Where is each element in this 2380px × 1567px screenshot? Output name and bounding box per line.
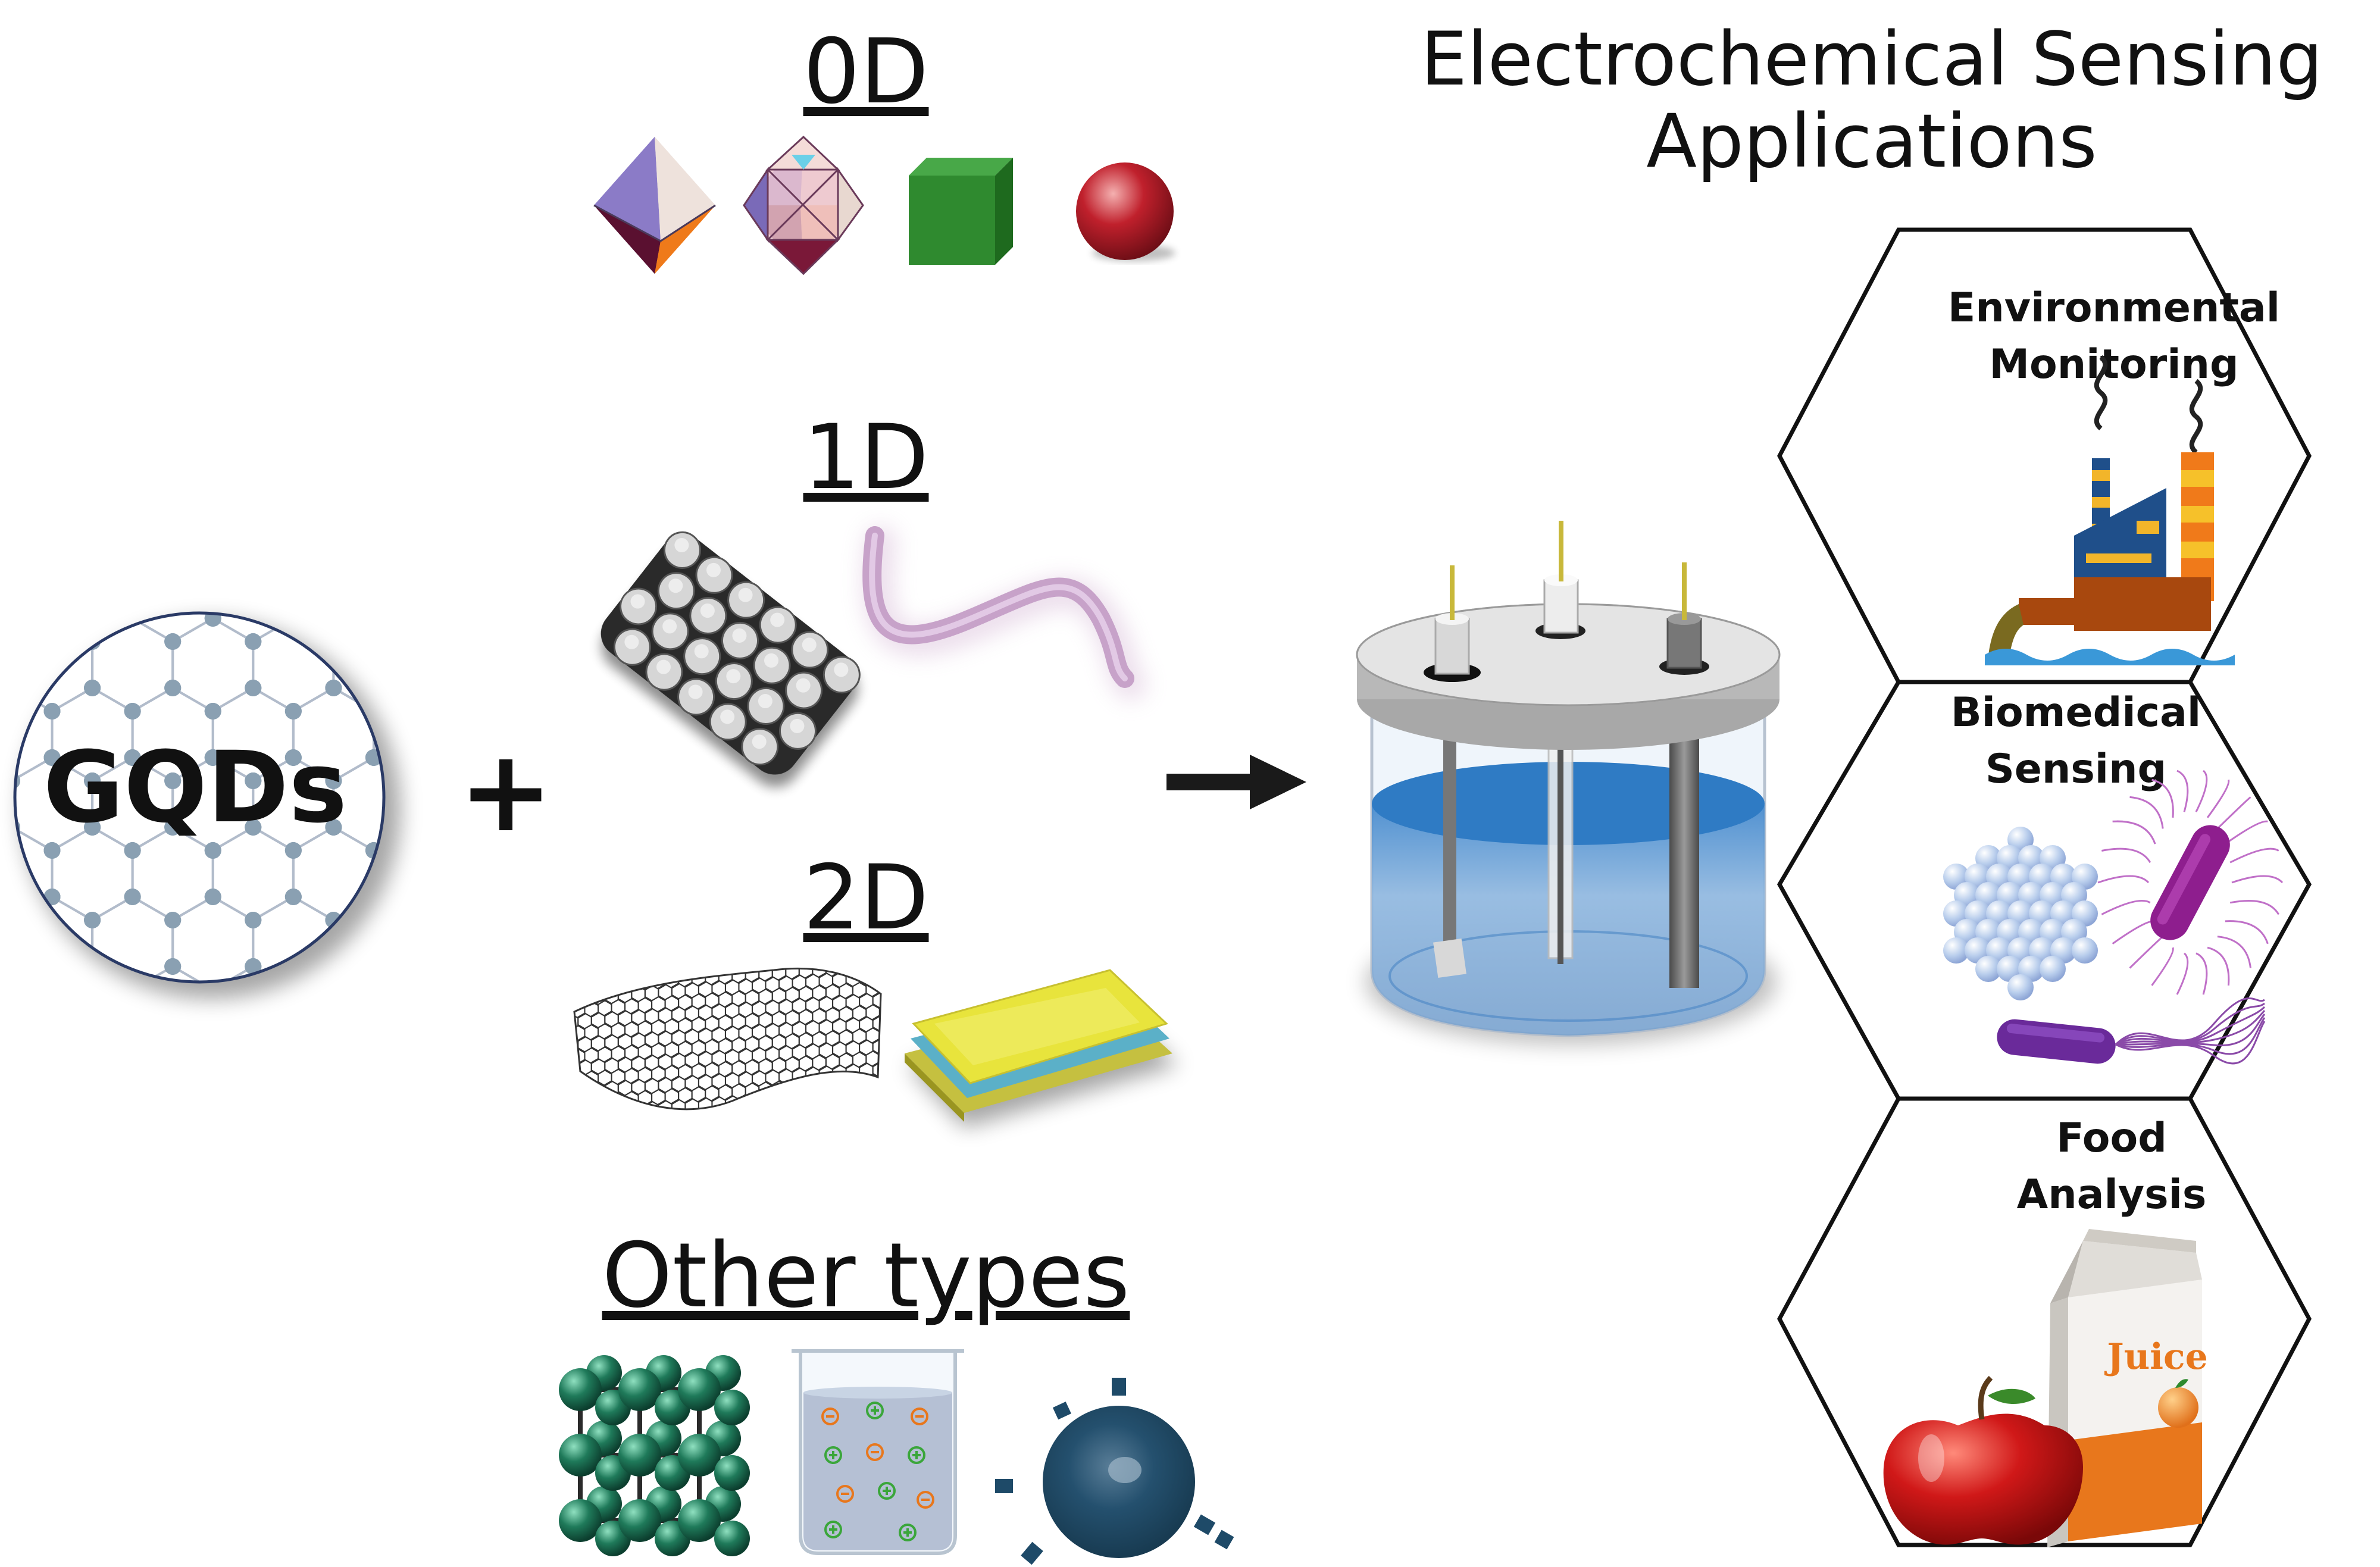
nanotube-lattice <box>613 531 861 766</box>
app-environmental-line-1: Environmental <box>1948 284 2280 331</box>
gqd-graphene-icon: GQDs <box>13 611 401 999</box>
category-2d-label: 2D <box>803 846 929 950</box>
apple-icon <box>1883 1375 2083 1545</box>
octahedron-icon <box>593 137 716 274</box>
process-arrow <box>1166 755 1306 809</box>
electrochemical-cell-icon <box>1356 521 1781 1044</box>
title-line-1: Electrochemical Sensing <box>1421 17 2323 102</box>
category-1d-label: 1D <box>803 406 929 509</box>
app-biomedical-line-1: Biomedical <box>1951 689 2201 736</box>
layered-sheets-icon <box>905 969 1178 1128</box>
app-environmental-line-2: Monitoring <box>1989 341 2238 388</box>
carbon-nanotube-icon <box>601 531 861 775</box>
app-food-line-1: Food <box>2056 1115 2167 1162</box>
juice-carton-label: Juice <box>2104 1336 2208 1378</box>
app-food-line-2: Analysis <box>2017 1171 2207 1218</box>
category-other-label: Other types <box>602 1224 1130 1328</box>
cube-icon <box>909 158 1013 265</box>
functionalized-nanoparticle-icon <box>995 1378 1234 1565</box>
nanowire-icon <box>862 526 1146 700</box>
plus-sign: + <box>458 725 553 857</box>
cell-cluster-icon <box>1943 827 2098 1000</box>
sphere-icon <box>1076 162 1175 261</box>
cuboctahedron-icon <box>743 135 864 276</box>
beaker-solution-icon <box>792 1349 964 1555</box>
category-0d-label: 0D <box>803 20 929 124</box>
title-line-2: Applications <box>1646 99 2097 184</box>
ions <box>821 1402 934 1541</box>
bacterium-small-icon <box>1997 997 2266 1065</box>
factory-pollution-icon <box>1985 355 2235 665</box>
juice-carton-icon: Juice <box>2047 1229 2208 1547</box>
app-biomedical-line-2: Sensing <box>1985 746 2166 793</box>
bacterium-large-icon <box>2097 770 2284 995</box>
gqd-label: GQDs <box>43 730 348 845</box>
crystal-lattice-icon <box>559 1355 750 1556</box>
